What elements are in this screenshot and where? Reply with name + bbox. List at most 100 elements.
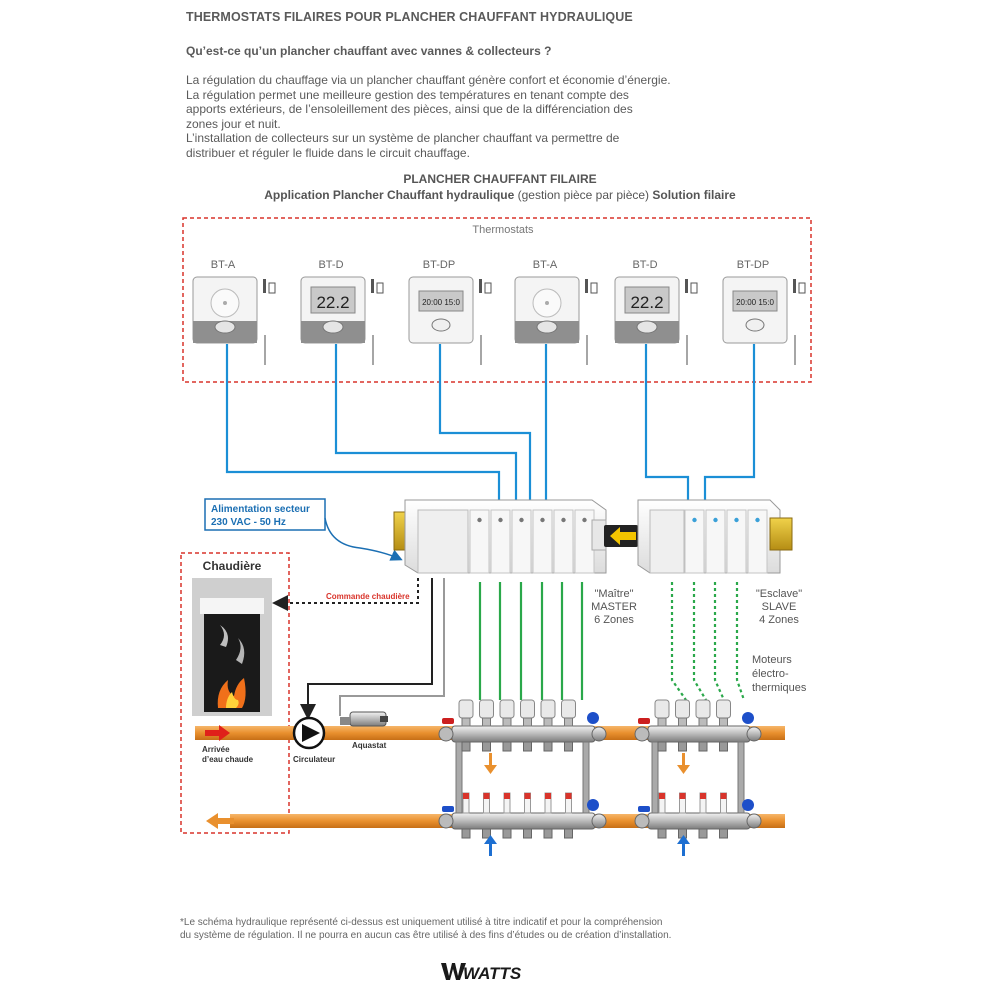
manifolds [438,699,762,839]
blue-valve-handle [442,806,454,812]
motors-label-line1: Moteurs [752,654,792,666]
thermostat-wires [225,344,756,500]
actuator-motor [458,699,474,719]
thermostat-display-value: 22.2 [630,293,663,312]
intro-line: L’installation de collecteurs sur un sys… [186,131,620,145]
wire [644,344,690,500]
manifold-outlet [502,741,512,752]
zone-led [498,517,503,523]
thermostats-label: Thermostats [472,224,534,236]
circulator-pump [292,716,326,750]
master-label: "Maître" MASTER 6 Zones [591,588,637,626]
thermostat-button [536,320,558,334]
sensor-icon [585,279,588,293]
watts-logo: WATTS [441,963,522,983]
air-vent-icon [742,712,754,724]
actuator-motor [499,699,515,719]
valve-body [634,813,650,829]
zone-led [477,517,482,523]
end-cap [591,813,607,829]
master-motor-wires [478,582,584,700]
diagram-sub-bold: Application Plancher Chauffant hydrauliq… [264,188,515,202]
flow-arrows [484,753,690,856]
zone-module [532,509,553,574]
actuator-neck [543,717,553,727]
master-label-line2: MASTER [591,601,637,613]
zone-module [684,509,705,574]
flow-meter-cap [700,793,706,799]
manifold-outlet [719,828,728,839]
master-label-line1: "Maître" [595,588,634,600]
boiler-command-label: Commande chaudière [326,592,410,601]
intro-line: distribuer et réguler le fluide dans le … [186,145,470,160]
sensor-icon [685,279,688,293]
manifold-outlet [543,741,553,752]
manifold-outlet [461,741,471,752]
slave-label-line1: "Esclave" [756,588,802,600]
thermostat-button [431,318,451,332]
manifold-outlet [543,828,553,839]
thermostat-display-value: 20:00 15:0 [736,298,774,307]
actuator-neck [502,717,512,727]
actuator-motor [654,699,670,719]
zone-module [726,509,747,574]
actuator-neck [698,717,708,727]
zone-module [553,509,574,574]
thermostat-button [636,320,658,334]
manifold [634,699,762,839]
manifold-bracket [651,741,659,814]
wire [703,344,756,500]
manifold-outlet [698,741,708,752]
aquastat-wire [339,578,445,716]
circulator-label: Circulateur [293,755,335,764]
thermostats-frame [182,217,812,383]
flow-meter-cap [720,793,727,799]
zone-led [755,517,760,523]
zone-led [540,517,545,523]
actuator-neck [461,717,471,727]
flow-meter-cap [679,793,686,799]
hot-water-arrow [205,725,230,741]
manifold-bracket [737,741,745,814]
page-title: THERMOSTATS FILAIRES POUR PLANCHER CHAUF… [186,10,633,24]
intro-line: apports extérieurs, de l’ensoleillement … [186,102,633,116]
hot-water-label-line1: Arrivée [202,745,230,754]
circulator-wire [300,578,433,720]
thermostat-bt-a: BT-A [192,259,276,365]
intro-line: La régulation permet une meilleure gesti… [186,87,629,102]
motors-label-line2: électro- [752,668,789,680]
flow-arrow-down [677,753,690,774]
boiler-label: Chaudière [203,559,262,573]
slave-controller [637,499,793,574]
power-supply-box [204,498,326,531]
manifold-outlet [698,828,708,839]
thermostat-button [214,320,236,334]
master-controller [393,499,607,574]
slave-motor-wires [670,582,746,701]
motors-label-line3: thermiques [752,682,807,694]
actuator-neck [523,717,532,727]
diagram-sub-normal: (gestion pièce par pièce) [514,188,653,202]
thermostat-label: BT-D [632,259,657,271]
thermostat-dial-center [223,301,227,305]
zone-led [582,517,587,523]
flow-meter-cap [463,793,469,799]
wire [438,344,532,500]
zone-module [705,509,726,574]
footnote-line: du système de régulation. Il ne pourra e… [180,930,672,941]
thermostat-bt-a: BT-A [514,259,598,365]
actuator-motor [695,699,711,719]
actuator-neck [719,717,728,727]
sensor-icon [371,279,374,293]
flow-meter-cap [659,793,665,799]
air-vent-icon [587,799,599,811]
air-vent-icon [587,712,599,724]
thermostat-dial-center [545,301,549,305]
thermostat-display [732,290,778,312]
return-arrow [206,813,234,829]
thermostat-label: BT-A [211,259,236,271]
manifold-outlet [502,828,512,839]
manifold-outlet [657,741,667,752]
